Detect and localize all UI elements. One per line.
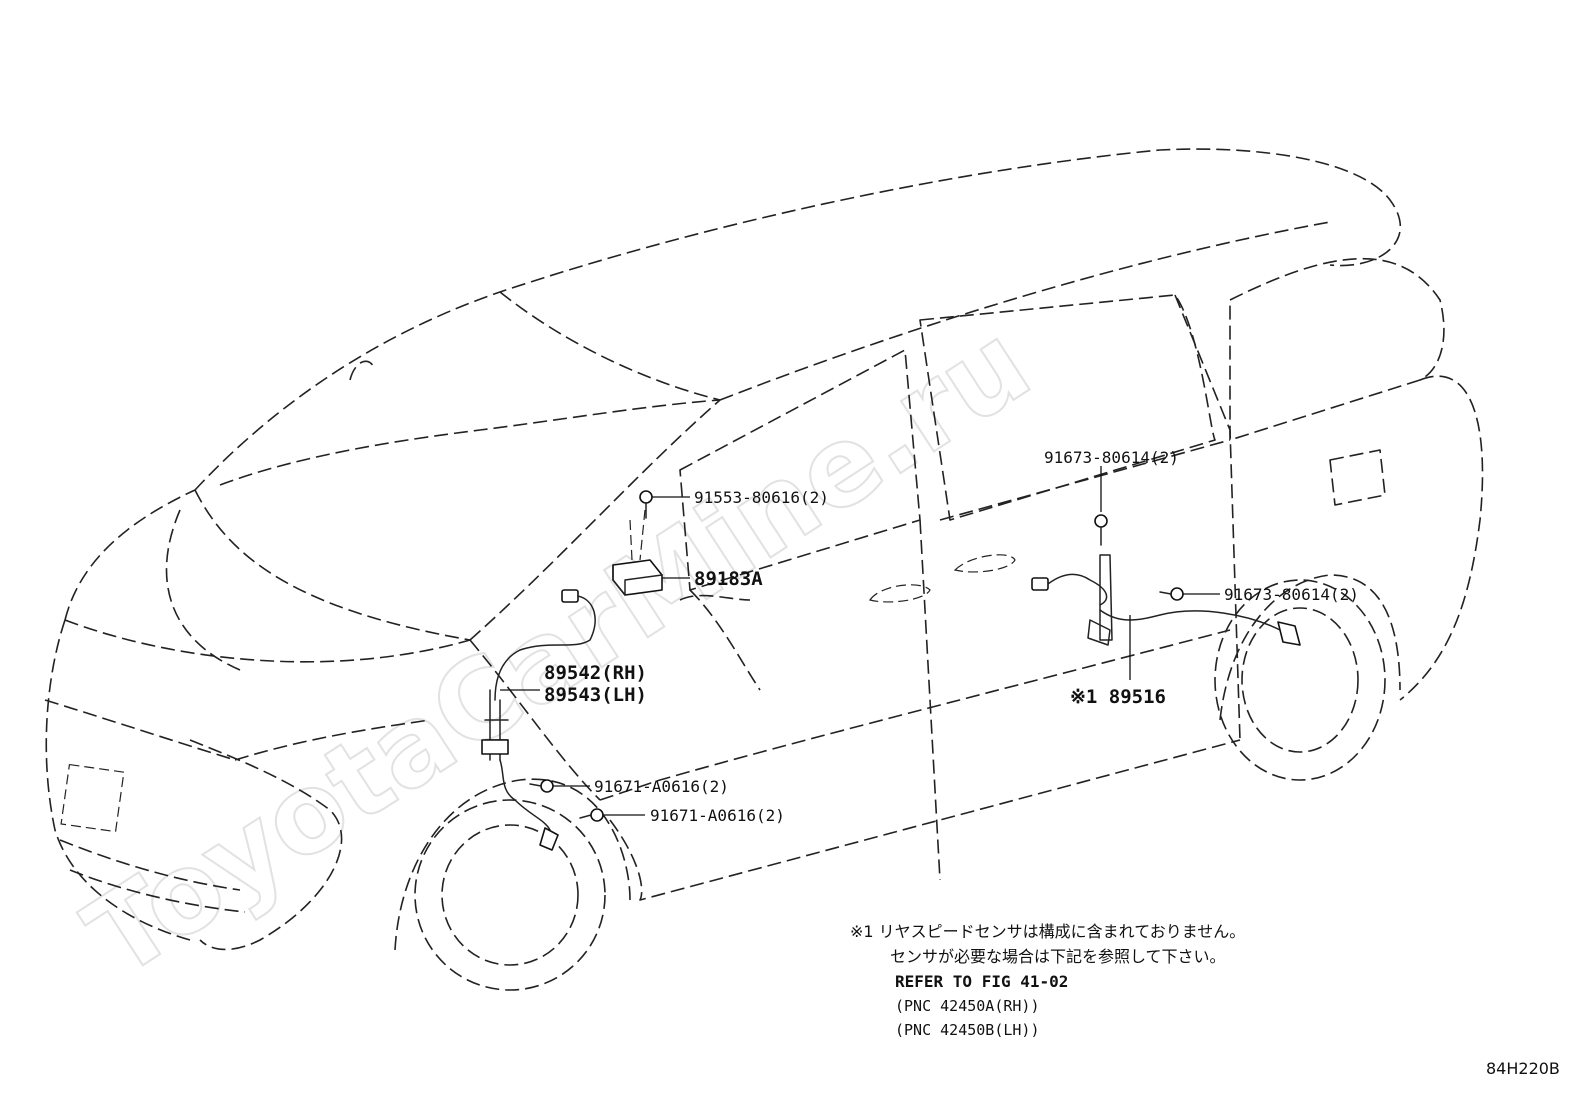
vehicle-outline [44,148,1484,991]
front-abs-wire-part [481,589,596,851]
note-line-2: センサが必要な場合は下記を参照して下さい。 [890,947,1226,966]
callout-bolt-rear-upper: 91673-80614(2) [1044,448,1179,467]
note-line-1: ※1 リヤスピードセンサは構成に含まれておりません。 [850,922,1245,941]
callout-bolt-rear-lower: 91673-80614(2) [1224,585,1359,604]
figure-id: 84H220B [1486,1059,1560,1078]
front-wheel-bolts [529,779,604,822]
note-line-4: (PNC 42450A(RH)) [895,997,1040,1015]
rear-wire-part [1031,554,1301,646]
note-line-5: (PNC 42450B(LH)) [895,1021,1040,1039]
callout-bolt-front-sensor: 91553-80616(2) [694,488,829,507]
rear-bolts [1094,514,1184,601]
leader-lines [500,466,1220,816]
note-block: ※1 リヤスピードセンサは構成に含まれておりません。 センサが必要な場合は下記を… [850,922,1245,1039]
callout-front-abs-rh: 89542(RH) [544,662,647,684]
watermark-text: ToyotaCarMine.ru [64,299,1051,1002]
note-line-3: REFER TO FIG 41-02 [895,972,1068,991]
callout-airbag-sensor: 89183A [694,568,763,590]
callout-bolt-front-wheel-1: 91671-A0616(2) [594,777,729,796]
callout-bolt-front-wheel-2: 91671-A0616(2) [650,806,785,825]
callout-rear-wire: ※1 89516 [1070,686,1166,708]
airbag-sensor-part [612,509,663,596]
callout-front-abs-lh: 89543(LH) [544,684,647,706]
